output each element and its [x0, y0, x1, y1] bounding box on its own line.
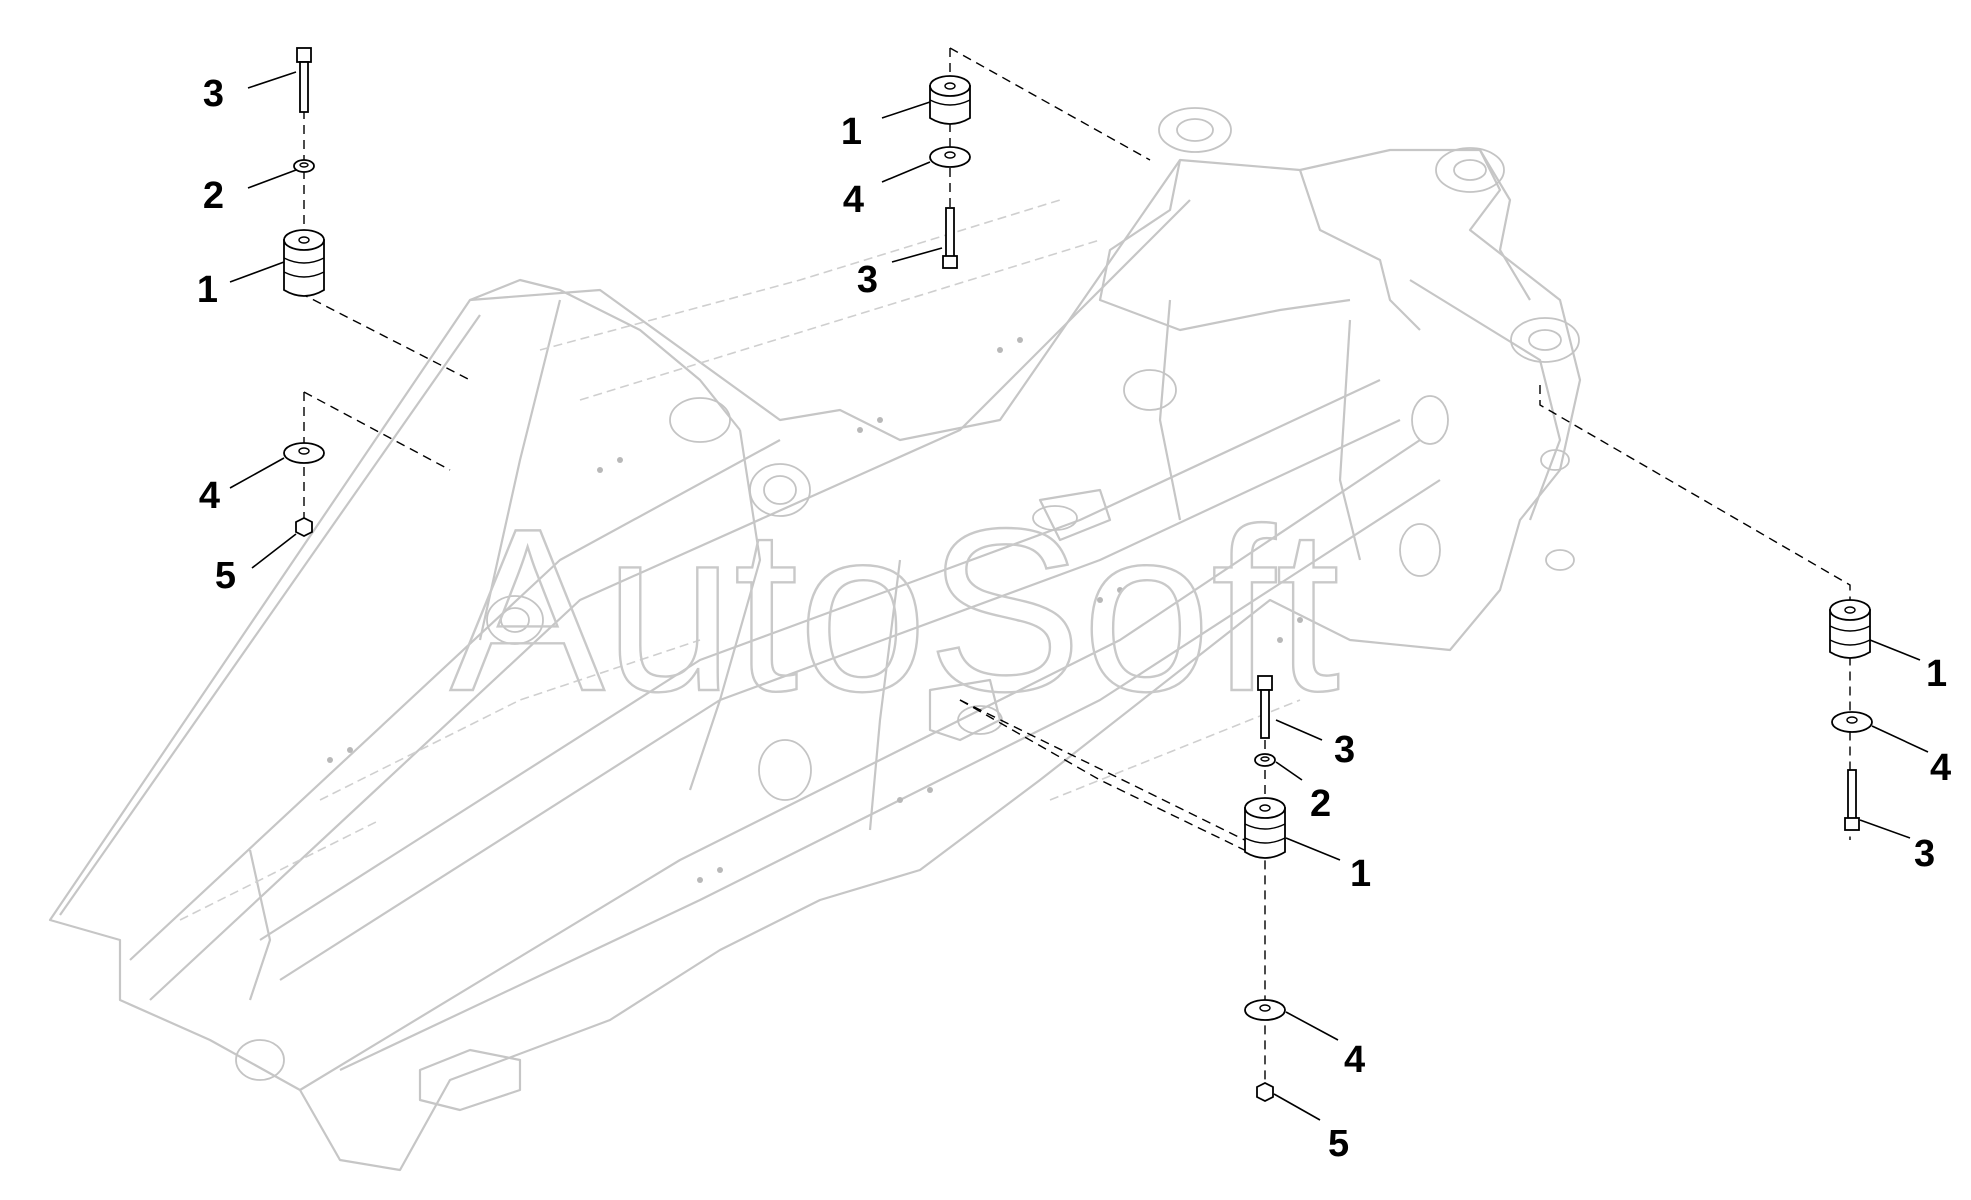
callout-2-a: 2	[203, 175, 224, 217]
callout-4-a: 4	[199, 475, 220, 517]
plate-4-c[interactable]	[1244, 999, 1286, 1021]
plate-4-b[interactable]	[929, 146, 971, 168]
mount-group-a: 3 2 1 4 5	[197, 47, 325, 597]
callout-1-c: 1	[1350, 853, 1371, 895]
rubber-mount-1-d[interactable]	[1829, 599, 1871, 659]
rubber-mount-1-a[interactable]	[283, 229, 325, 297]
bolt-3-b[interactable]	[942, 207, 958, 269]
callout-5-c: 5	[1328, 1123, 1349, 1165]
rubber-mount-1-b[interactable]	[929, 75, 971, 125]
plate-4-d[interactable]	[1831, 711, 1873, 733]
callout-1-a: 1	[197, 269, 218, 311]
callout-3-d: 3	[1914, 833, 1935, 875]
callout-2-c: 2	[1310, 783, 1331, 825]
bolt-3-a[interactable]	[296, 47, 312, 113]
callout-3-c: 3	[1334, 729, 1355, 771]
rubber-mount-1-c[interactable]	[1244, 797, 1286, 859]
washer-2-c[interactable]	[1254, 753, 1276, 767]
bolt-3-d[interactable]	[1844, 769, 1860, 831]
nut-5-c[interactable]	[1256, 1081, 1274, 1103]
callout-1-b: 1	[841, 111, 862, 153]
callout-3-b: 3	[857, 259, 878, 301]
callout-4-d: 4	[1930, 747, 1951, 789]
callout-3-a: 3	[203, 73, 224, 115]
callout-1-d: 1	[1926, 653, 1947, 695]
callout-4-b: 4	[843, 179, 864, 221]
callout-4-c: 4	[1344, 1039, 1365, 1081]
watermark-text: AutoSoft	[450, 481, 1340, 740]
bolt-3-c[interactable]	[1257, 675, 1273, 739]
nut-5-a[interactable]	[295, 516, 313, 538]
mount-group-d: 1 4 3	[1829, 599, 1951, 875]
mount-group-b: 1 4 3	[841, 75, 971, 301]
callout-5-a: 5	[215, 555, 236, 597]
mount-group-c: 3 2 1 4 5	[1244, 675, 1371, 1165]
plate-4-a[interactable]	[283, 442, 325, 464]
washer-2-a[interactable]	[293, 159, 315, 173]
